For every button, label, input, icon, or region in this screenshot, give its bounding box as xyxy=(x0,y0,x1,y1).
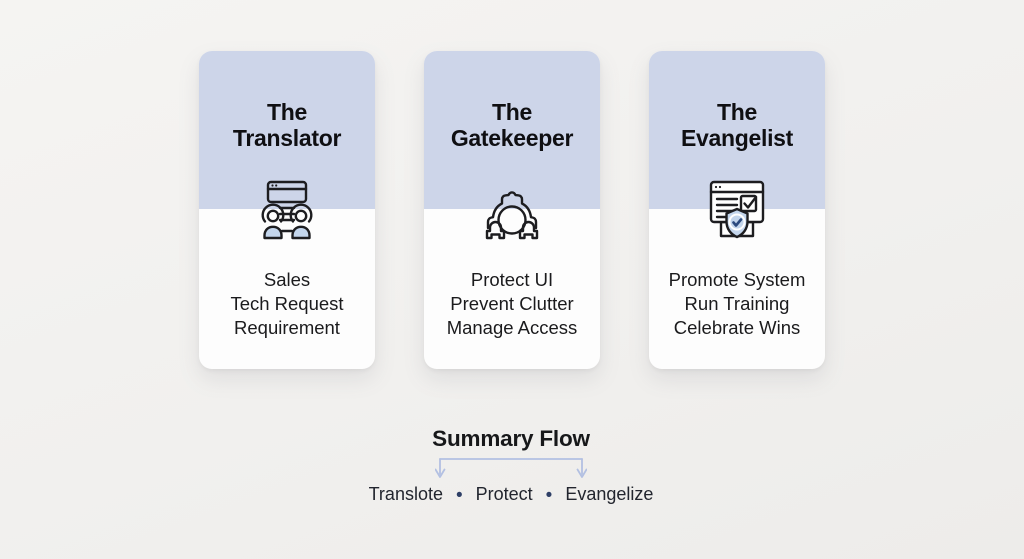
card-evangelist: The Evangelist Promote System Run Traini xyxy=(649,51,825,369)
card-item: Celebrate Wins xyxy=(673,317,801,338)
card-item: Run Training xyxy=(684,293,790,314)
gear-guard-icon xyxy=(478,180,546,242)
card-item-list: Sales Tech Request Requirement xyxy=(199,268,375,340)
summary-flow-title: Summary Flow xyxy=(432,426,590,451)
card-title: The Translator xyxy=(199,51,375,151)
card-item: Promote System xyxy=(668,269,806,290)
card-item: Manage Access xyxy=(446,317,578,338)
window-shield-check-icon xyxy=(706,180,768,242)
card-title-line: Gatekeeper xyxy=(450,125,574,151)
card-title-line: The xyxy=(717,99,757,125)
card-title: The Gatekeeper xyxy=(424,51,600,151)
card-title-line: The xyxy=(267,99,307,125)
card-item-list: Protect UI Prevent Clutter Manage Access xyxy=(424,268,600,340)
role-cards-row: The Translator Sales Tech Request xyxy=(199,51,825,369)
flow-step-translate: Translote xyxy=(368,484,443,504)
flow-step-evangelize: Evangelize xyxy=(565,484,654,504)
card-item: Sales xyxy=(263,269,311,290)
card-translator: The Translator Sales Tech Request xyxy=(199,51,375,369)
card-item-list: Promote System Run Training Celebrate Wi… xyxy=(649,268,825,340)
card-item: Requirement xyxy=(234,317,340,338)
card-item: Tech Request xyxy=(230,293,344,314)
summary-flow-steps: Translote • Protect • Evangelize xyxy=(369,484,654,505)
card-title: The Evangelist xyxy=(649,51,825,151)
people-conversation-window-icon xyxy=(251,180,323,244)
flow-bracket-arrows-icon xyxy=(435,457,587,483)
card-header: The Gatekeeper xyxy=(424,51,600,209)
bullet-separator: • xyxy=(545,484,553,506)
card-title-line: Evangelist xyxy=(680,125,794,151)
card-title-line: Translator xyxy=(232,125,342,151)
card-gatekeeper: The Gatekeeper Protect UI Prevent Clutte… xyxy=(424,51,600,369)
flow-step-protect: Protect xyxy=(475,484,533,504)
bullet-separator: • xyxy=(455,484,463,506)
card-header: The Evangelist xyxy=(649,51,825,209)
card-item: Protect UI xyxy=(470,269,554,290)
card-item: Prevent Clutter xyxy=(450,293,574,314)
card-title-line: The xyxy=(492,99,532,125)
